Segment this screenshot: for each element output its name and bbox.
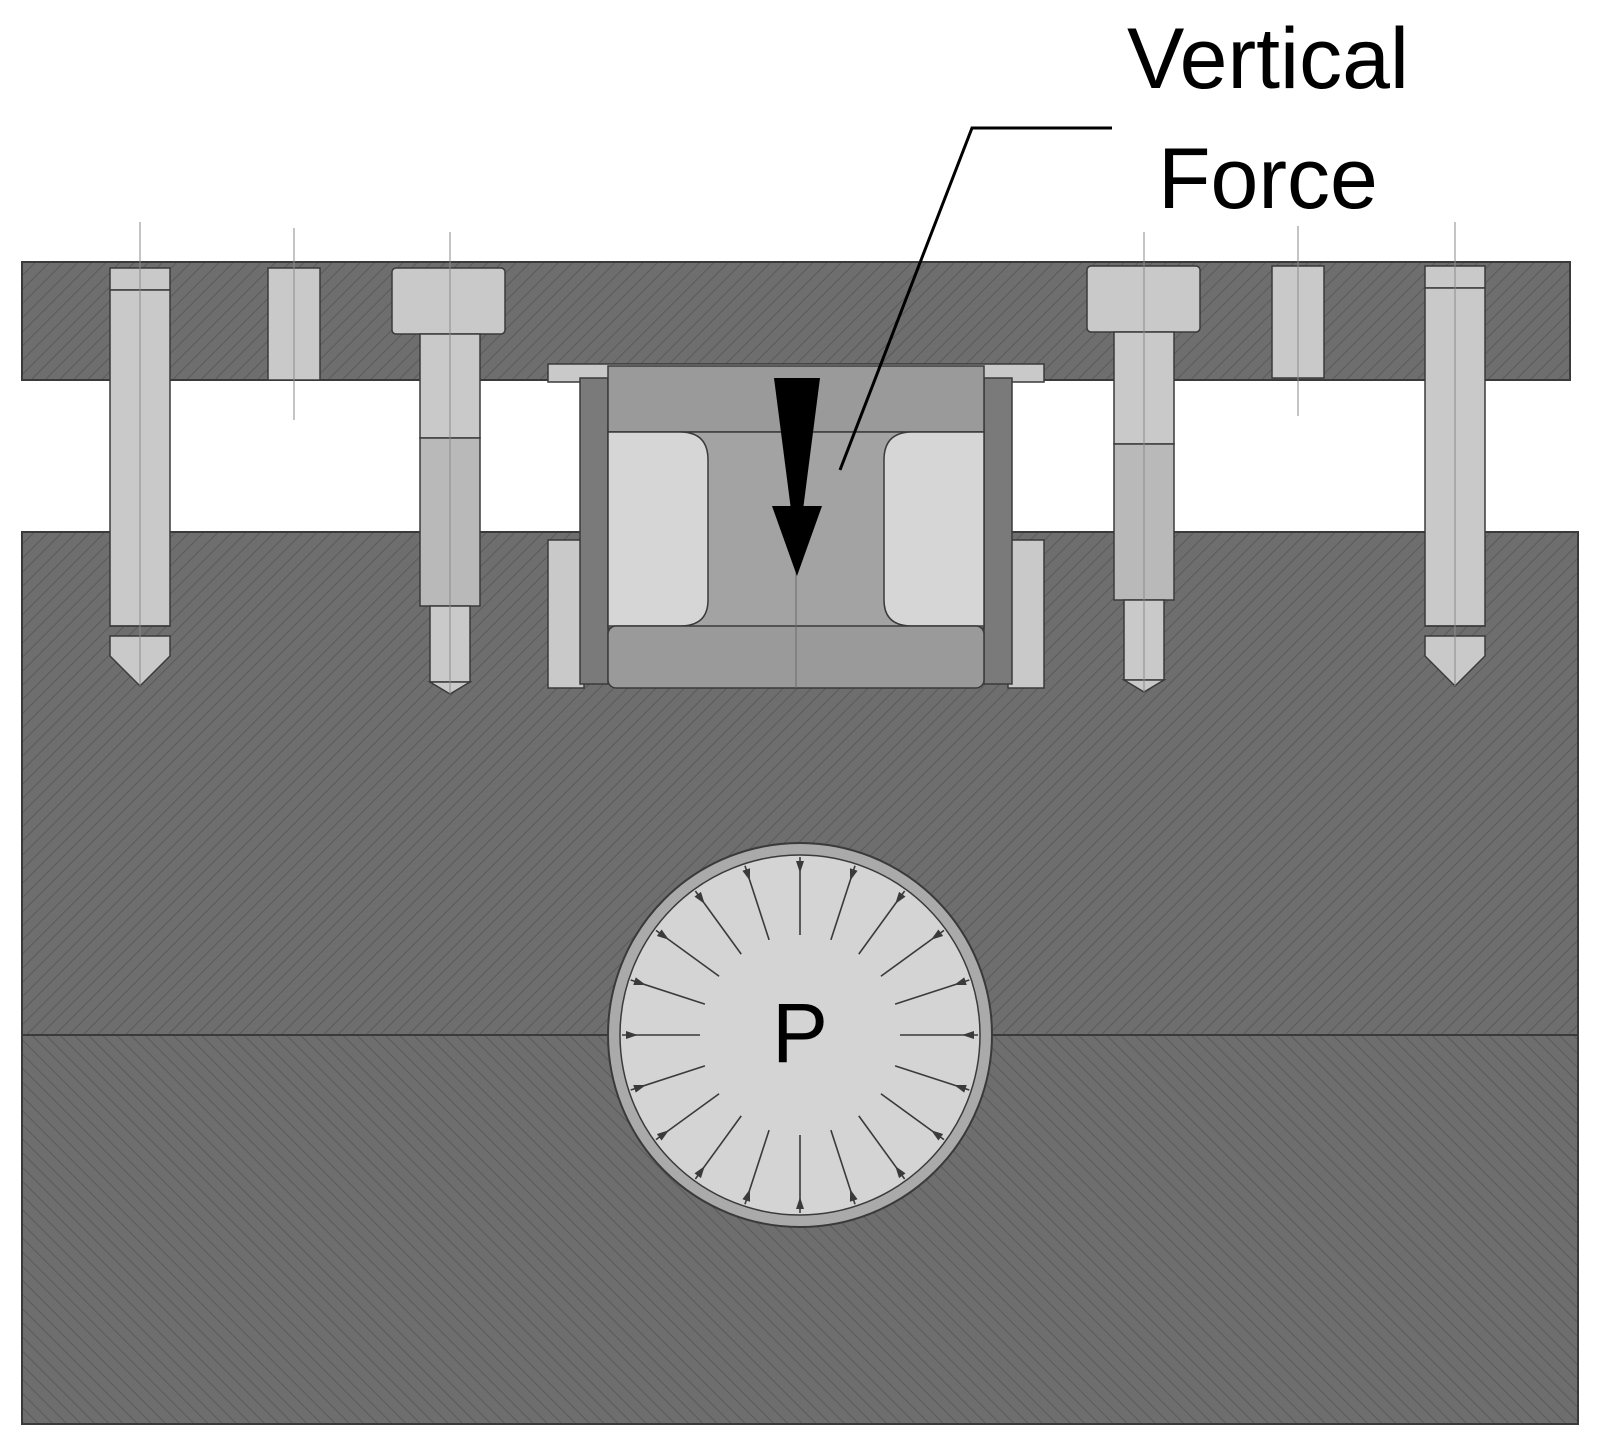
pressure-arrow-head [742,1189,751,1202]
pressure-arrow-head [656,1130,669,1141]
pressure-arrow-head [694,1166,705,1179]
radial-inward-arrows [622,857,978,1213]
pressure-label: P [772,986,828,1080]
pressure-arrow-head [849,1189,858,1202]
pressure-arrow-head [954,977,967,986]
vertical-force-label-line1: Vertical [1127,11,1409,107]
right-dowel-pin [1271,226,1325,416]
pressure-chamber [607,842,993,1228]
left-long-bolt [109,222,171,688]
vertical-force-label-line2: Force [1158,131,1378,227]
pressure-arrow-head [954,1084,967,1093]
pressure-arrow-head [633,1084,646,1093]
left-cap-screw [391,232,506,695]
pressure-arrow-head [931,929,944,940]
right-cap-screw [1086,232,1201,693]
pressure-arrow-head [694,891,705,904]
down-arrow-icon [772,378,822,576]
left-dowel-pin [267,228,321,420]
pressure-arrow-head [849,868,858,881]
pressure-arrow-head [742,868,751,881]
pressure-arrow-head [931,1130,944,1141]
pressure-arrow-head [962,1031,974,1039]
right-long-bolt [1424,222,1486,688]
pressure-arrow-head [626,1031,638,1039]
label-leader-line [838,126,1112,471]
pressure-arrow-head [796,861,804,873]
top-plate [21,261,1571,381]
pressure-arrow-head [895,891,906,904]
pressure-arrow-head [633,977,646,986]
pressure-arrow-head [895,1166,906,1179]
pressure-arrow-head [796,1197,804,1209]
pressure-arrow-head [656,929,669,940]
